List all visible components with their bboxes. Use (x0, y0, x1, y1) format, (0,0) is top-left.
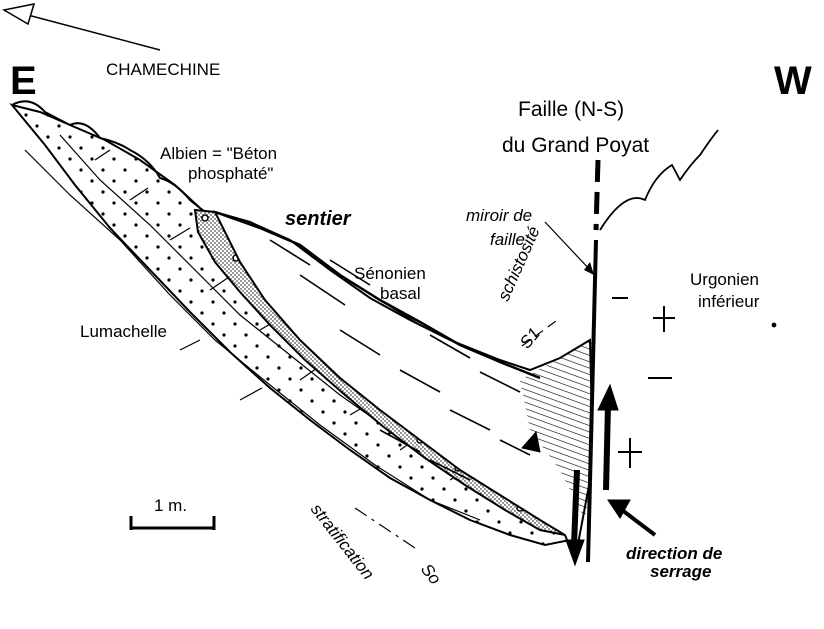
senonien-label-line1: Sénonien (354, 264, 426, 283)
chamechine-label: CHAMECHINE (106, 60, 221, 79)
lumachelle-top-edge (11, 100, 201, 209)
lumachelle-label: Lumachelle (80, 322, 167, 341)
scale-label: 1 m. (154, 496, 188, 515)
west-label: W (774, 59, 812, 103)
sentier-line (214, 210, 541, 380)
urgonien-label-line2: inférieur (698, 292, 760, 311)
east-label: E (10, 59, 37, 103)
orientation-arrow (1, 3, 161, 51)
albien-label-line1: Albien = "Béton (160, 144, 278, 163)
stratification-trace (354, 507, 416, 549)
miroir-label-line2: faille (490, 230, 525, 249)
senonien-joints (269, 239, 531, 481)
schistosite-trace (521, 317, 561, 347)
urgonien-outline (599, 129, 719, 231)
fault-line (586, 159, 601, 563)
scale-bar (129, 516, 216, 530)
albien-label-line2: phosphaté" (188, 164, 274, 183)
urgonien-symbols (612, 297, 777, 468)
fault-movement-arrows (521, 383, 619, 567)
miroir-pointer (544, 221, 593, 273)
serrage-label-line2: serrage (650, 562, 712, 581)
urgonien-label-line1: Urgonien (690, 270, 759, 289)
fault-title-line2: du Grand Poyat (502, 134, 650, 157)
senonien-label-line2: basal (380, 284, 421, 303)
serrage-arrow (607, 499, 657, 537)
serrage-label-line1: direction de (626, 544, 723, 563)
miroir-label-line1: miroir de (466, 206, 533, 225)
sentier-label: sentier (285, 208, 351, 230)
fault-title-line1: Faille (N-S) (518, 98, 625, 121)
